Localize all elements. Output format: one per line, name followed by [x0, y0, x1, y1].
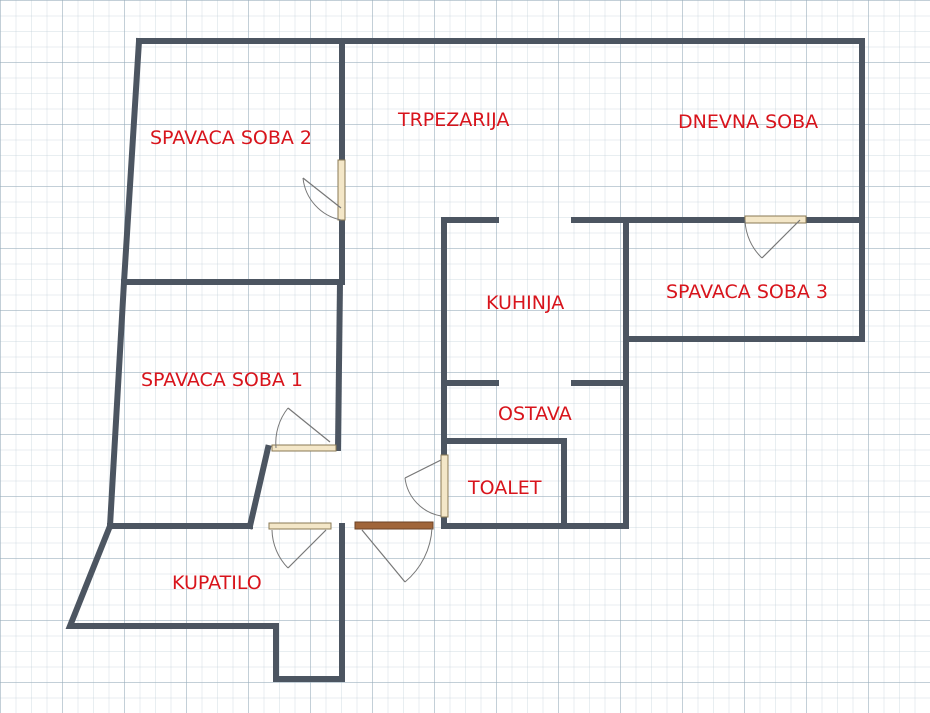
label-spavaca-soba-3: SPAVACA SOBA 3 [666, 281, 828, 303]
label-trpezarija: TRPEZARIJA [397, 109, 509, 131]
label-spavaca-soba-1: SPAVACA SOBA 1 [141, 369, 303, 391]
wall-toalet [441, 407, 629, 529]
door-entrance[interactable] [354, 521, 434, 583]
label-ostava: OSTAVA [498, 403, 572, 425]
walls [65, 37, 865, 682]
door-kupatilo[interactable] [268, 522, 332, 569]
door-spavaca-soba-1[interactable] [271, 407, 337, 452]
door-spavaca-soba-2[interactable] [302, 159, 346, 221]
label-dnevna-soba: DNEVNA SOBA [678, 111, 818, 133]
label-spavaca-soba-2: SPAVACA SOBA 2 [150, 127, 312, 149]
doors [268, 159, 807, 583]
outer-wall-top [136, 38, 865, 223]
wall-soba1-door-jamb [246, 444, 272, 530]
wall-spavaca-soba-3 [623, 217, 865, 342]
label-kupatilo: KUPATILO [172, 572, 262, 594]
door-spavaca-soba-3[interactable] [744, 215, 807, 259]
door-toalet[interactable] [404, 454, 449, 518]
wall-toalet-top [441, 438, 567, 529]
wall-soba1-right [334, 278, 344, 452]
label-kuhinja: KUHINJA [486, 292, 564, 314]
wall-kupatilo [65, 522, 345, 682]
room-labels: SPAVACA SOBA 2 TRPEZARIJA DNEVNA SOBA KU… [141, 109, 828, 594]
label-toalet: TOALET [467, 477, 542, 499]
